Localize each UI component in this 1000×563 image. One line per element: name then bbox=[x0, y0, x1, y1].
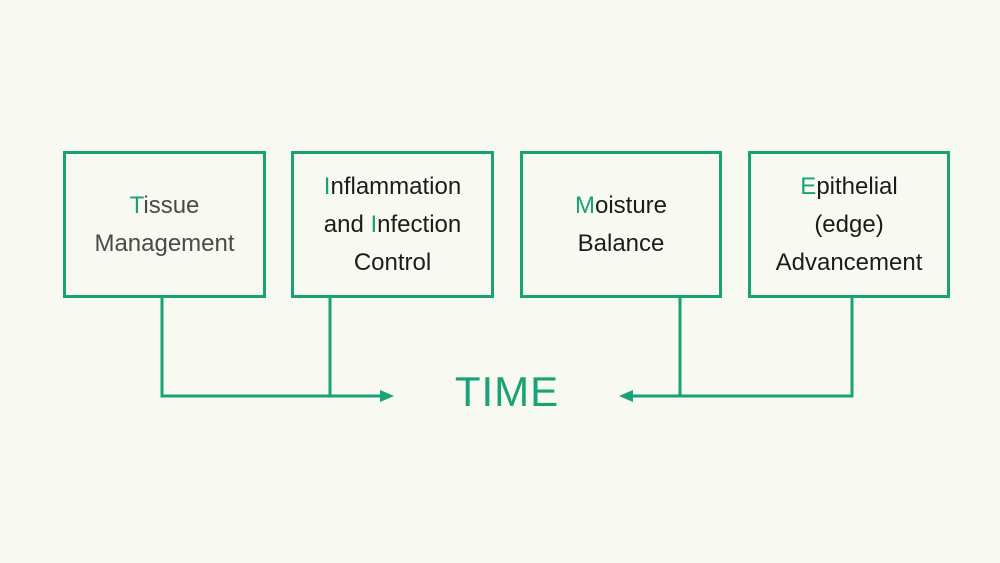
box-label-line: Management bbox=[94, 229, 235, 257]
box-label-line: Inflammation bbox=[323, 172, 462, 200]
arrowhead-right-icon bbox=[380, 390, 394, 402]
box-epithelial-edge-advancement: Epithelial (edge) Advancement bbox=[748, 151, 950, 298]
time-label: TIME bbox=[454, 368, 560, 415]
box-label-line: Balance bbox=[577, 229, 665, 257]
box-label-line: Tissue bbox=[129, 191, 200, 219]
box-label-line: (edge) bbox=[814, 210, 884, 238]
box-label-line: and Infection bbox=[323, 210, 462, 238]
box-label-line: Advancement bbox=[775, 248, 923, 276]
box-label-line: Epithelial bbox=[800, 172, 898, 200]
arrowhead-left-icon bbox=[619, 390, 633, 402]
box-label-line: Moisture bbox=[574, 191, 668, 219]
box-label-line: Control bbox=[353, 248, 432, 276]
